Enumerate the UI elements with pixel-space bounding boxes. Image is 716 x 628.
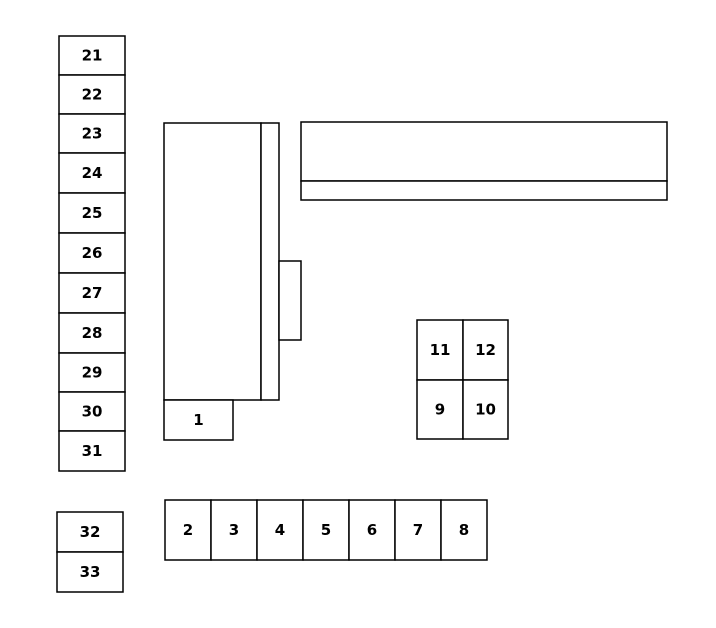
fuse-slot: 7 [394,499,442,561]
slot-label: 27 [82,284,103,302]
slot-label: 33 [80,563,101,581]
slot-label: 10 [475,401,496,419]
slot-label: 21 [82,47,103,65]
fuse-slot: 32 [56,511,124,553]
relay-block [163,122,302,401]
slot-label: 2 [183,521,193,539]
fuse-slot: 2 [164,499,212,561]
fuse-slot: 10 [462,379,509,440]
fuse-slot: 23 [58,113,126,154]
fuse-slot: 9 [416,379,464,440]
fuse-slot: 26 [58,232,126,274]
fuse-slot: 28 [58,312,126,354]
fuse-slot: 3 [210,499,258,561]
fuse-slot: 5 [302,499,350,561]
fuse-slot: 1 [163,399,234,441]
slot-label: 9 [435,401,445,419]
slot-label: 30 [82,403,103,421]
slot-label: 23 [82,125,103,143]
relay-block-main [163,122,262,401]
fuse-slot: 4 [256,499,304,561]
fuse-slot: 25 [58,192,126,234]
long-block-strip [300,180,668,201]
relay-block-strip [260,122,280,401]
fuse-slot: 22 [58,74,126,115]
fuse-slot: 21 [58,35,126,76]
bottom-row: 2 3 4 5 6 7 8 [164,499,488,561]
fuse-slot: 12 [462,319,509,381]
slot-label: 5 [321,521,331,539]
slot-label: 26 [82,244,103,262]
fuse-slot: 6 [348,499,396,561]
fuse-slot: 8 [440,499,488,561]
slot-label: 6 [367,521,377,539]
relay-grid: 11 12 9 10 [416,319,509,440]
fuse-slot: 30 [58,391,126,432]
slot-label: 29 [82,364,103,382]
relay-block-tab [278,260,302,341]
left-column: 21 22 23 24 25 26 27 28 29 30 31 [58,35,126,472]
slot-label: 32 [80,523,101,541]
slot-label: 11 [430,341,451,359]
slot-label: 24 [82,164,103,182]
long-block [300,121,668,201]
slot-label: 28 [82,324,103,342]
slot-label: 31 [82,442,103,460]
long-block-main [300,121,668,182]
slot-label: 7 [413,521,423,539]
slot-label: 1 [193,411,203,429]
slot-label: 22 [82,86,103,104]
lower-left-column: 32 33 [56,511,124,593]
slot-label: 12 [475,341,496,359]
slot-label: 8 [459,521,469,539]
slot-label: 4 [275,521,285,539]
fuse-slot: 31 [58,430,126,472]
fuse-slot: 33 [56,551,124,593]
slot-label: 3 [229,521,239,539]
slot-label: 25 [82,204,103,222]
fuse-slot: 11 [416,319,464,381]
fuse-slot: 27 [58,272,126,314]
fuse-slot: 29 [58,352,126,393]
fuse-slot: 24 [58,152,126,194]
